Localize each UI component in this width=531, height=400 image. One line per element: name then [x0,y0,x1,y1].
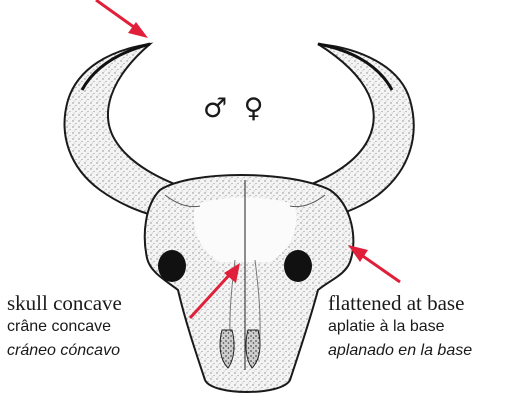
left-eye-socket [158,250,186,282]
label-flattened-base-en: flattened at base [328,293,464,314]
arrow-horn-base [348,245,400,282]
label-flattened-base-fr: aplatie à la base [328,319,445,335]
label-flattened-base-es: aplanado en la base [328,343,472,359]
label-skull-concave-en: skull concave [7,293,122,314]
label-skull-concave-es: cráneo cóncavo [7,343,120,359]
right-eye-socket [284,250,312,282]
arrow-horn-tip [96,0,148,38]
sex-symbols: ♂ ♀ [203,95,268,122]
label-skull-concave-fr: crâne concave [7,319,111,335]
